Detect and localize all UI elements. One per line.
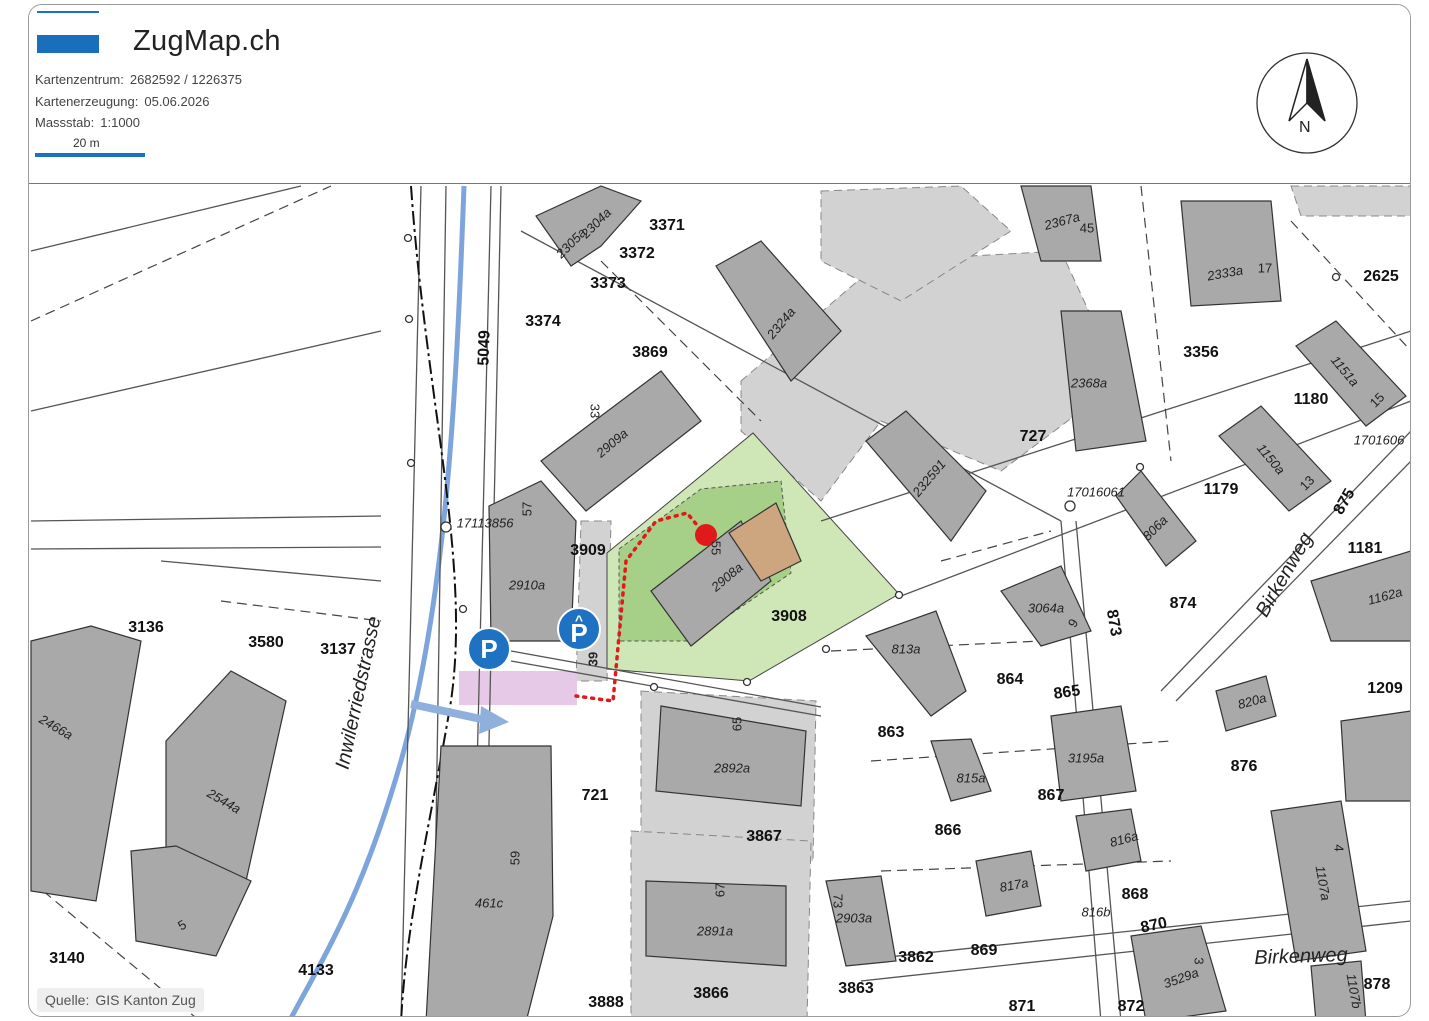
parcel-3869: 3869	[632, 344, 668, 361]
parcel-1209: 1209	[1367, 680, 1403, 697]
house-number-59: 59	[507, 850, 523, 866]
parcel-4133: 4133	[298, 962, 334, 979]
parcel-3863: 3863	[838, 980, 874, 997]
parking-label: P	[480, 633, 498, 664]
parcel-1179: 1179	[1203, 481, 1239, 498]
parking-zone	[459, 671, 577, 705]
source-attribution: Quelle: GIS Kanton Zug	[37, 988, 204, 1012]
building-816b: 816b	[1081, 904, 1111, 920]
house-number-33: 33	[587, 403, 603, 419]
house-number-4: 4	[1331, 844, 1347, 852]
parking-icon[interactable]: P	[467, 627, 511, 671]
parcel-3371: 3371	[649, 217, 685, 234]
parcel-876: 876	[1230, 758, 1258, 775]
scalebar-label: 20 m	[73, 136, 100, 150]
point-17016061: 17016061	[1067, 484, 1125, 500]
scale-line: Massstab: 1:1000	[35, 115, 140, 130]
covered-parking-icon[interactable]: ^ P	[557, 607, 601, 651]
building-3195a: 3195a	[1067, 750, 1105, 766]
parcel-3866: 3866	[693, 985, 729, 1002]
house-number-65: 65	[729, 716, 745, 732]
building-461c: 461c	[474, 895, 504, 911]
house-number-57: 57	[519, 501, 535, 517]
house-number-3: 3	[1191, 957, 1207, 965]
street-birkenweg-south: Birkenweg	[1253, 943, 1349, 970]
parcel-3356: 3356	[1183, 344, 1219, 361]
parcel-3580: 3580	[248, 634, 284, 651]
building-813a: 813a	[891, 641, 921, 657]
parcel-727: 727	[1019, 428, 1047, 445]
parcel-867: 867	[1037, 787, 1065, 804]
map-drawing	[30, 185, 1410, 1016]
brand-accent-line	[37, 11, 99, 13]
parcel-871: 871	[1008, 998, 1036, 1015]
building-2368a: 2368a	[1070, 375, 1108, 391]
map-frame: ZugMap.ch Kartenzentrum: 2682592 / 122637…	[28, 4, 1411, 1017]
parcel-3372: 3372	[619, 245, 655, 262]
parcel-1180: 1180	[1293, 391, 1329, 408]
parcel-874: 874	[1169, 595, 1197, 612]
created-line: Kartenerzeugung: 05.06.2026	[35, 94, 209, 109]
point-17113856: 17113856	[456, 515, 514, 531]
covered-parking-label: P	[570, 617, 588, 648]
parcel-3908: 3908	[771, 608, 807, 625]
map-header: ZugMap.ch Kartenzentrum: 2682592 / 122637…	[29, 5, 1410, 184]
parcel-1181: 1181	[1347, 540, 1383, 557]
map-center-line: Kartenzentrum: 2682592 / 1226375	[35, 72, 242, 87]
house-number-39: 39	[585, 651, 601, 667]
house-number-55: 55	[708, 540, 724, 556]
parcel-868: 868	[1121, 886, 1149, 903]
building-2903a: 2903a	[835, 910, 873, 926]
created-value: 05.06.2026	[144, 94, 210, 109]
parcel-3373: 3373	[590, 275, 626, 292]
house-number-17: 17	[1257, 260, 1273, 276]
house-number-67: 67	[712, 882, 728, 898]
building-3064a: 3064a	[1027, 600, 1065, 616]
parcel-3137: 3137	[320, 641, 356, 658]
logo	[37, 35, 99, 53]
source-label: Quelle:	[45, 992, 90, 1008]
parcel-3888: 3888	[588, 994, 624, 1011]
parcel-869: 869	[970, 942, 998, 959]
parcel-864: 864	[996, 671, 1024, 688]
target-marker	[695, 524, 717, 546]
app-title: ZugMap.ch	[133, 25, 281, 57]
direction-arrow	[410, 700, 482, 723]
access-route	[574, 511, 708, 703]
building-2910a: 2910a	[508, 577, 546, 593]
building-815a: 815a	[956, 770, 986, 786]
building-2891a: 2891a	[696, 923, 734, 939]
parcel-3867: 3867	[746, 828, 782, 845]
parcel-2625: 2625	[1363, 268, 1399, 285]
parcel-863: 863	[877, 724, 905, 741]
covered-parking-roof: ^	[574, 612, 584, 628]
created-label: Kartenerzeugung:	[35, 94, 139, 109]
parcel-865: 865	[1052, 682, 1082, 703]
parcel-3374: 3374	[525, 313, 561, 330]
parcel-5049: 5049	[475, 329, 494, 367]
north-label: N	[1299, 119, 1311, 136]
boundary-line	[400, 185, 458, 1016]
parcel-3862: 3862	[898, 949, 934, 966]
map-canvas[interactable]: 3371 3372 3373 3374 5049 3869 3909 3908 …	[29, 183, 1410, 1016]
parcel-866: 866	[934, 822, 962, 839]
point-1701606: 1701606	[1353, 432, 1405, 448]
scale-value: 1:1000	[100, 115, 141, 130]
scale-label: Massstab:	[35, 115, 95, 130]
scalebar	[35, 153, 145, 157]
map-center-value: 2682592 / 1226375	[129, 72, 242, 87]
parcel-721: 721	[581, 787, 609, 804]
source-value: GIS Kanton Zug	[95, 992, 196, 1008]
parcel-872: 872	[1117, 998, 1145, 1015]
house-number-45: 45	[1079, 220, 1095, 236]
house-number-73: 73	[830, 893, 846, 909]
parcel-3140: 3140	[49, 950, 85, 967]
parcel-878: 878	[1363, 976, 1391, 993]
parcel-3136: 3136	[128, 619, 164, 636]
parcel-3909: 3909	[570, 542, 606, 559]
building-2892a: 2892a	[713, 760, 751, 776]
north-arrow-icon	[1256, 52, 1358, 154]
map-center-label: Kartenzentrum:	[35, 72, 124, 87]
